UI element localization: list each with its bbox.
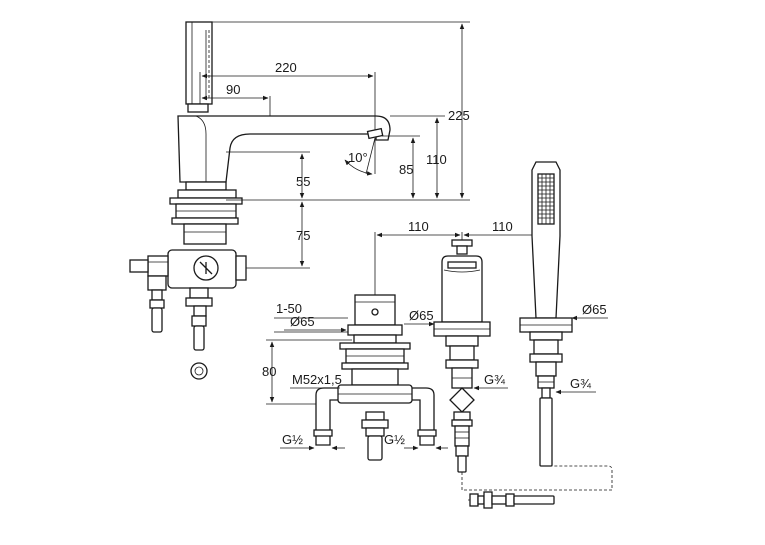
dim-dia-shower: Ø65 [582,302,607,317]
dim-110-spout: 110 [426,152,447,167]
dim-80: 80 [262,364,276,379]
dim-110-right: 110 [492,219,513,234]
mixer-body [177,115,391,183]
dim-range: 1-50 [276,301,302,316]
dim-90: 90 [226,82,240,97]
spacing-dimensions: 110 110 [374,219,547,300]
mixer-side-view [129,21,391,380]
shower-dimensions: Ø65 G¾ [555,302,608,395]
dim-g34-spout: G¾ [484,372,505,387]
dim-dia-spout: Ø65 [409,308,434,323]
dim-thread: M52x1,5 [292,372,342,387]
dim-g34-shower: G¾ [570,376,591,391]
deck-valve [313,294,437,461]
dim-220: 220 [275,60,297,75]
lever-handle [185,21,213,105]
dim-225: 225 [448,108,470,123]
deck-spout [433,239,613,491]
valve-dimensions: 1-50 Ø65 80 M52x1,5 G½ G½ [262,301,448,451]
spout-body [441,255,483,323]
dim-110-left: 110 [408,219,429,234]
dim-85: 85 [399,162,413,177]
dim-dia-valve: Ø65 [290,314,315,329]
hand-shower [468,161,573,509]
dim-75: 75 [296,228,310,243]
dim-g12-left: G½ [282,432,303,447]
dim-angle: 10° [348,150,368,165]
mixer-dimensions: 225 220 90 110 85 10° 55 75 [199,21,470,269]
spout-dimensions: Ø65 G¾ [404,308,508,391]
dim-55: 55 [296,174,310,189]
dim-g12-right: G½ [384,432,405,447]
